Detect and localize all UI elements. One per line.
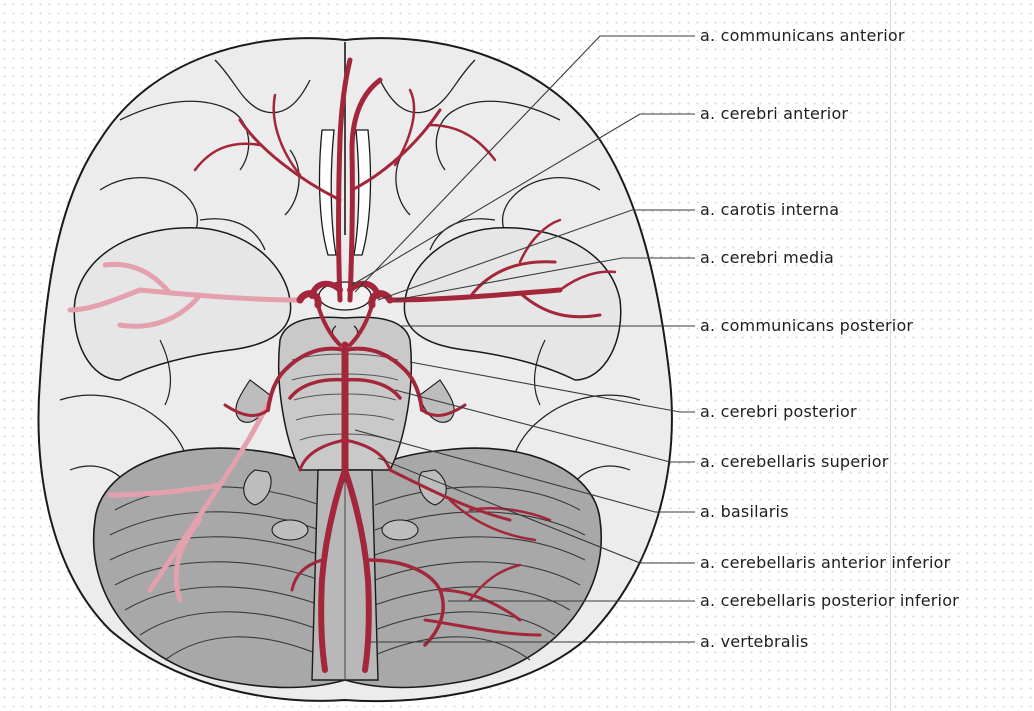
label-cerebri-posterior: a. cerebri posterior [700,402,857,422]
label-basilaris: a. basilaris [700,502,789,522]
label-cerebellaris-anterior-inferior: a. cerebellaris anterior inferior [700,553,950,573]
label-cerebellaris-posterior-inferior: a. cerebellaris posterior inferior [700,591,959,611]
label-cerebri-media: a. cerebri media [700,248,834,268]
label-cerebellaris-superior: a. cerebellaris superior [700,452,889,472]
label-communicans-posterior: a. communicans posterior [700,316,913,336]
label-carotis-interna: a. carotis interna [700,200,839,220]
label-vertebralis: a. vertebralis [700,632,809,652]
label-communicans-anterior: a. communicans anterior [700,26,905,46]
label-cerebri-anterior: a. cerebri anterior [700,104,848,124]
